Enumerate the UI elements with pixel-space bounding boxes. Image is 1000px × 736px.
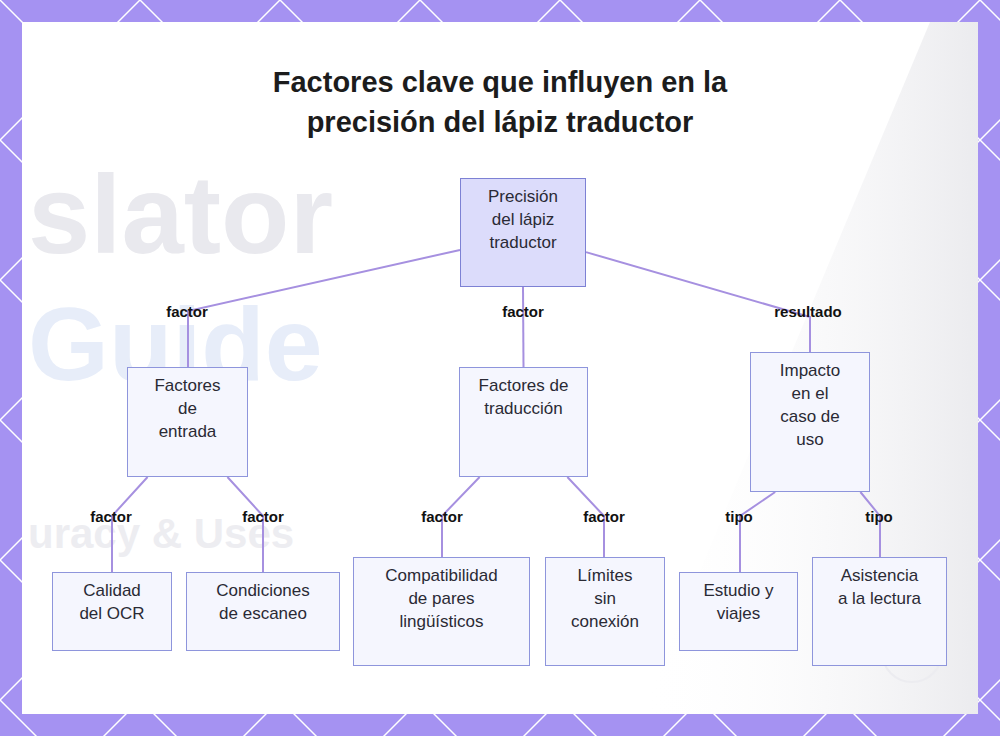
edge-label: factor	[90, 508, 132, 525]
box-label: Límites sin conexión	[569, 558, 641, 633]
edge-label: factor	[502, 303, 544, 320]
factor-box: Límites sin conexión	[545, 557, 665, 666]
connector-line	[227, 477, 263, 572]
factor-box: Compatibilidad de pares lingüísticos	[353, 557, 530, 666]
box-label: Estudio y viajes	[694, 573, 784, 625]
factor-box: Calidad del OCR	[52, 572, 172, 651]
edge-label: factor	[583, 508, 625, 525]
factor-box: Factores de traducción	[459, 367, 588, 477]
connector-line	[522, 287, 525, 367]
edge-label: factor	[242, 508, 284, 525]
edge-label: factor	[421, 508, 463, 525]
diagram-title: Factores clave que influyen en la precis…	[240, 62, 760, 142]
watermark-text: slator	[28, 150, 333, 279]
root-box: Precisión del lápiz traductor	[460, 178, 586, 287]
edge-label: resultado	[774, 303, 842, 320]
edge-label: factor	[166, 303, 208, 320]
box-label: Precisión del lápiz traductor	[477, 179, 569, 254]
box-label: Asistencia a la lectura	[838, 558, 922, 610]
box-label: Factores de traducción	[478, 368, 570, 420]
box-label: Calidad del OCR	[74, 573, 150, 625]
box-label: Compatibilidad de pares lingüísticos	[376, 558, 508, 633]
connector-line	[740, 492, 775, 572]
connector-line	[112, 477, 148, 572]
box-label: Condiciones de escaneo	[210, 573, 316, 625]
factor-box: Estudio y viajes	[679, 572, 798, 651]
connector-line	[860, 492, 880, 557]
connector-line	[586, 252, 810, 352]
edge-label: tipo	[865, 508, 893, 525]
factor-box: Impacto en el caso de uso	[750, 352, 870, 492]
factor-box: Factores de entrada	[127, 367, 248, 477]
box-label: Factores de entrada	[148, 368, 228, 443]
factor-box: Asistencia a la lectura	[812, 557, 947, 666]
connector-line	[188, 250, 460, 367]
box-label: Impacto en el caso de uso	[774, 353, 846, 451]
content-panel	[22, 22, 978, 714]
edge-label: tipo	[725, 508, 753, 525]
factor-box: Condiciones de escaneo	[186, 572, 340, 651]
